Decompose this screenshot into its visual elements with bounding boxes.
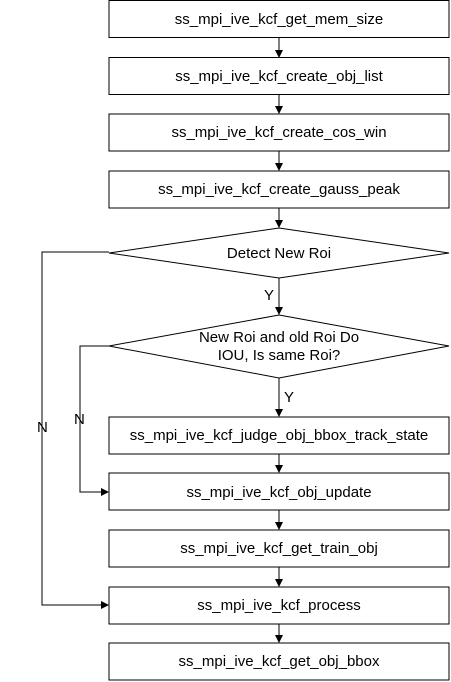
decision-detect-new-roi	[108, 227, 450, 279]
node-get-mem-size	[108, 0, 450, 38]
edge-label-detect-no: N	[37, 419, 48, 436]
node-judge-obj-bbox-track-state-label: ss_mpi_ive_kcf_judge_obj_bbox_track_stat…	[130, 427, 429, 444]
node-create-obj-list	[108, 57, 450, 95]
decision-iou-same-roi	[108, 314, 450, 379]
node-get-train-obj-label: ss_mpi_ive_kcf_get_train_obj	[180, 540, 378, 557]
edge-label-iou-yes: Y	[284, 389, 294, 406]
node-judge-obj-bbox-track-state	[108, 416, 450, 455]
node-obj-update-label: ss_mpi_ive_kcf_obj_update	[186, 484, 371, 501]
node-create-gauss-peak	[108, 170, 450, 209]
node-process-label: ss_mpi_ive_kcf_process	[197, 597, 360, 614]
node-get-obj-bbox-label: ss_mpi_ive_kcf_get_obj_bbox	[179, 653, 380, 670]
node-create-cos-win	[108, 113, 450, 152]
decision-detect-new-roi-label: Detect New Roi	[227, 245, 331, 262]
node-process	[108, 586, 450, 625]
node-obj-update	[108, 472, 450, 511]
decision-iou-same-roi-line2: IOU, Is same Roi?	[218, 347, 341, 364]
node-get-obj-bbox	[108, 642, 450, 681]
node-create-cos-win-label: ss_mpi_ive_kcf_create_cos_win	[171, 124, 386, 141]
node-get-mem-size-label: ss_mpi_ive_kcf_get_mem_size	[175, 11, 383, 28]
edge-iou-no	[79, 345, 109, 496]
edge-label-iou-no: N	[74, 411, 85, 428]
edge-label-detect-yes: Y	[264, 287, 274, 304]
node-create-obj-list-label: ss_mpi_ive_kcf_create_obj_list	[175, 68, 383, 85]
decision-iou-same-roi-line1: New Roi and old Roi Do	[199, 329, 359, 346]
node-create-gauss-peak-label: ss_mpi_ive_kcf_create_gauss_peak	[158, 181, 400, 198]
node-get-train-obj	[108, 529, 450, 568]
edge-detect-no	[41, 251, 109, 609]
